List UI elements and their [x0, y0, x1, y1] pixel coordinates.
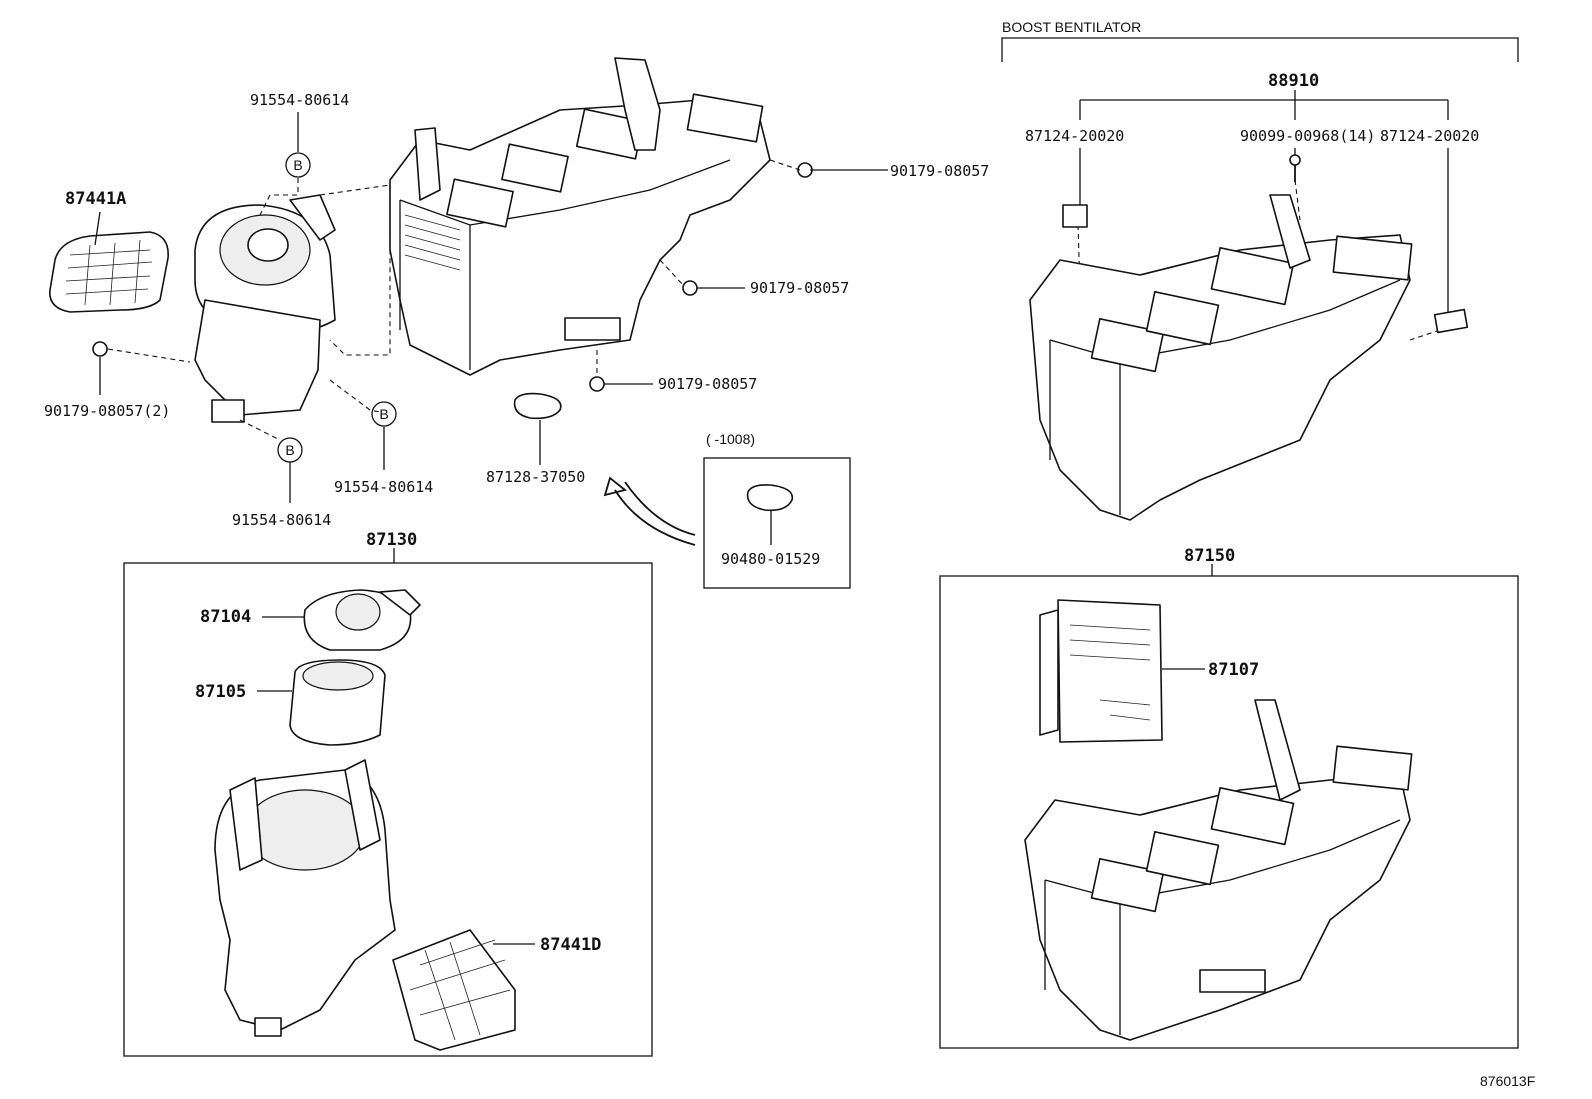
clip-drawings	[92, 162, 813, 512]
variant-box	[703, 457, 851, 589]
label-91554-top: 91554-80614	[250, 91, 349, 109]
label-90179-a: 90179-08057	[890, 162, 989, 180]
label-90179-left: 90179-08057(2)	[44, 402, 170, 420]
b-markers: B B B	[277, 152, 397, 463]
label-88910: 88910	[1268, 71, 1319, 91]
label-87441D: 87441D	[540, 935, 601, 955]
evaporator-assembly-box	[939, 575, 1519, 1049]
blower-assembly-drawing	[214, 589, 535, 1051]
main-heater-unit-drawing	[194, 57, 771, 423]
label-87105: 87105	[195, 682, 246, 702]
leader-lines	[94, 112, 888, 546]
blower-assembly-box	[123, 562, 653, 1057]
evaporator-assembly-drawing	[1024, 599, 1413, 1041]
label-91554-bot: 91554-80614	[232, 511, 331, 529]
label-90480: 90480-01529	[721, 550, 820, 568]
label-87441A: 87441A	[65, 189, 126, 209]
label-91554-mid: 91554-80614	[334, 478, 433, 496]
b-marker-1: B	[293, 157, 302, 173]
boost-ventilator-bracket	[1001, 37, 1519, 62]
label-87128: 87128-37050	[486, 468, 585, 486]
part-labels: 91554-80614 87441A 90179-08057 90179-080…	[44, 19, 1535, 1089]
ventilator-unit-drawing-top	[1029, 154, 1469, 521]
label-90179-c: 90179-08057	[658, 375, 757, 393]
label-87150: 87150	[1184, 546, 1235, 566]
label-boost-ventilator: BOOST BENTILATOR	[1002, 19, 1141, 35]
filter-87441A-drawing	[49, 231, 169, 313]
label-87107: 87107	[1208, 660, 1259, 680]
label-variant-note: ( -1008)	[706, 431, 755, 447]
label-90099: 90099-00968(14)	[1240, 127, 1375, 145]
label-87124-left: 87124-20020	[1025, 127, 1124, 145]
label-87130: 87130	[366, 530, 417, 550]
b-marker-3: B	[285, 442, 294, 458]
label-90179-b: 90179-08057	[750, 279, 849, 297]
label-87124-right: 87124-20020	[1380, 127, 1479, 145]
label-diagram-code: 876013F	[1480, 1073, 1535, 1089]
b-marker-2: B	[379, 406, 388, 422]
label-87104: 87104	[200, 607, 251, 627]
